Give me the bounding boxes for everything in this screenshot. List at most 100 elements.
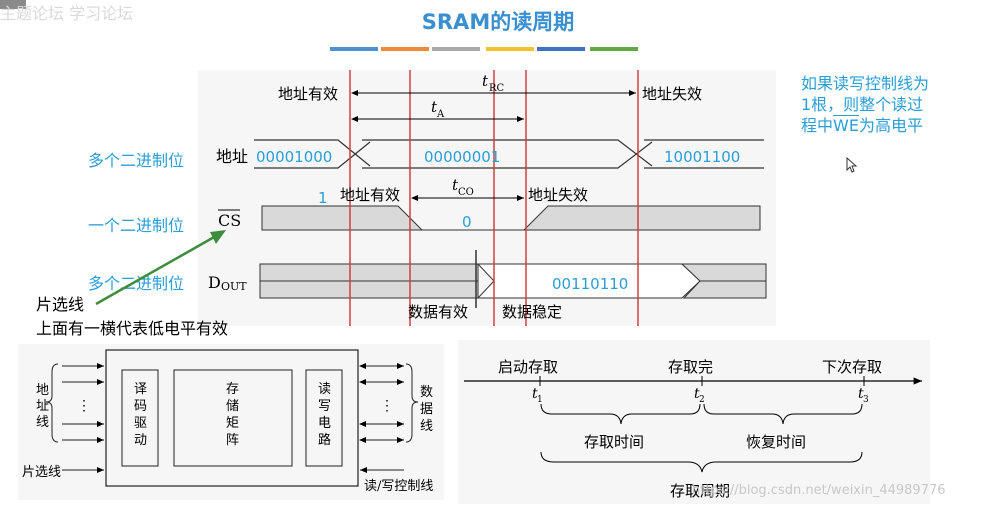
data-line-char-2: 据 xyxy=(420,402,433,417)
array-char-3: 矩 xyxy=(226,416,239,431)
cycle-diagram: 启动存取 存取完 下次存取 t 1 t 2 t 3 存取时间 恢复时间 存取周期 xyxy=(464,358,922,500)
decoder-box xyxy=(121,369,159,467)
brace-cycle xyxy=(540,451,863,473)
signal-address: 地址 xyxy=(216,147,248,166)
note-line-3: 程中WE为高电平 xyxy=(801,115,971,136)
slide-title: SRAM的读周期 xyxy=(421,10,575,34)
addr-bus-bot-2 xyxy=(362,141,653,169)
t3-sub: 3 xyxy=(863,395,869,405)
addr-brace xyxy=(45,363,59,443)
cs-pointer-head xyxy=(210,230,226,244)
row-label-address: 多个二进制位 xyxy=(88,151,185,170)
cs-addr-valid: 地址有效 xyxy=(340,186,400,204)
trc-sub: RC xyxy=(489,83,505,94)
block-diagram: 地 址 线 ⋮ ⋮ 译 码 驱 动 存 储 矩 阵 读 写 电 路 数 据 线 … xyxy=(22,349,433,494)
decoder-char-1: 译 xyxy=(134,382,147,397)
logo-mark xyxy=(0,0,26,9)
watermark-top: 主题论坛 学习论坛 xyxy=(0,4,134,23)
rw-control-label: 读/写控制线 xyxy=(364,479,433,494)
data-line-char-1: 数 xyxy=(420,385,433,400)
t1-label: t xyxy=(532,386,538,402)
decoder-char-2: 码 xyxy=(134,399,147,414)
we-note: 如果读写控制线为 1根，则整个读过 程中WE为高电平 xyxy=(801,73,971,136)
array-box xyxy=(173,369,293,467)
note-pre: 程中 xyxy=(801,116,834,135)
cs-high-value: 1 xyxy=(318,189,328,207)
addr-line-char-1: 地 xyxy=(36,383,49,398)
data-line-char-3: 线 xyxy=(420,419,433,434)
addr-line-char-2: 址 xyxy=(36,399,49,414)
signal-cs: CS xyxy=(218,211,241,230)
addr-value-1: 00001000 xyxy=(256,148,332,166)
dout-value: 00110110 xyxy=(552,275,628,293)
annotation-line-2: 上面有一横代表低电平有效 xyxy=(36,319,228,338)
rw-box xyxy=(305,369,343,467)
trc-label: t xyxy=(482,72,489,90)
recovery-time-label: 恢复时间 xyxy=(746,433,806,451)
addr-bus-top-2 xyxy=(362,139,653,167)
addr-bus-bot xyxy=(254,141,371,169)
access-cycle-label: 存取周期 xyxy=(670,482,730,500)
tco-label: t xyxy=(452,176,459,194)
ta-label: t xyxy=(431,98,438,116)
t1-sub: 1 xyxy=(537,395,543,405)
chip-select-label: 片选线 xyxy=(22,465,61,480)
title-bar-yellow xyxy=(486,47,534,51)
addr-dots: ⋮ xyxy=(77,398,91,414)
t3-label: t xyxy=(858,386,864,402)
rw-char-3: 电 xyxy=(318,416,331,431)
timing-diagram: 地址有效 地址失效 t RC t A t CO 地址有效 地址失效 地址 CS … xyxy=(95,70,767,326)
title-bar-green xyxy=(590,47,638,51)
array-char-1: 存 xyxy=(226,382,239,397)
addr-valid-label: 地址有效 xyxy=(278,85,338,103)
cs-high-left xyxy=(261,205,424,231)
brace-recovery xyxy=(703,403,863,425)
addr-line-char-3: 线 xyxy=(36,415,49,430)
next-label: 下次存取 xyxy=(822,358,882,376)
we-signal: WE xyxy=(833,116,859,135)
title-bar-orange xyxy=(381,47,429,51)
rw-char-1: 读 xyxy=(318,382,331,397)
decoder-char-4: 动 xyxy=(134,433,147,448)
note-line-2: 1根，则整个读过 xyxy=(801,95,924,114)
chip-outline xyxy=(105,349,359,487)
array-char-4: 阵 xyxy=(226,433,239,448)
cs-low-value: 0 xyxy=(462,213,472,231)
decoder-char-3: 驱 xyxy=(134,416,147,431)
access-time-label: 存取时间 xyxy=(584,433,644,451)
t2-label: t xyxy=(694,386,700,402)
title-bar-darkblue xyxy=(537,47,585,51)
signal-dout: D xyxy=(208,273,221,292)
title-bar-gray xyxy=(432,47,480,51)
addr-invalid-label: 地址失效 xyxy=(642,85,702,103)
data-valid-label: 数据有效 xyxy=(408,303,468,321)
t2-sub: 2 xyxy=(699,395,705,405)
cycle-diagram-panel xyxy=(458,340,930,504)
cs-high-right xyxy=(522,205,761,231)
data-dots: ⋮ xyxy=(380,398,394,414)
addr-bus-top xyxy=(254,139,371,167)
tco-sub: CO xyxy=(458,187,474,198)
brace-access xyxy=(540,403,701,425)
annotation-line-1: 片选线 xyxy=(36,295,84,314)
addr-value-2: 00000001 xyxy=(424,148,500,166)
title-bar-blue xyxy=(330,47,378,51)
row-label-dout: 多个二进制位 xyxy=(88,274,185,293)
signal-dout-sub: OUT xyxy=(221,280,247,293)
note-post: 为高电平 xyxy=(858,116,923,135)
array-char-2: 储 xyxy=(226,399,239,414)
cs-addr-invalid: 地址失效 xyxy=(528,186,588,204)
mouse-cursor-icon xyxy=(846,156,858,177)
done-label: 存取完 xyxy=(668,358,713,376)
ta-sub: A xyxy=(436,109,445,120)
data-brace xyxy=(405,363,419,443)
watermark-bottom: https://blog.csdn.net/weixin_44989776 xyxy=(692,483,946,498)
dout-valid xyxy=(476,263,701,299)
rw-char-2: 写 xyxy=(318,399,331,414)
addr-value-3: 10001100 xyxy=(664,148,740,166)
cs-pointer-arrow xyxy=(95,234,217,306)
rw-char-4: 路 xyxy=(318,432,331,448)
start-label: 启动存取 xyxy=(498,358,558,376)
note-line-1: 如果读写控制线为 xyxy=(801,74,930,93)
